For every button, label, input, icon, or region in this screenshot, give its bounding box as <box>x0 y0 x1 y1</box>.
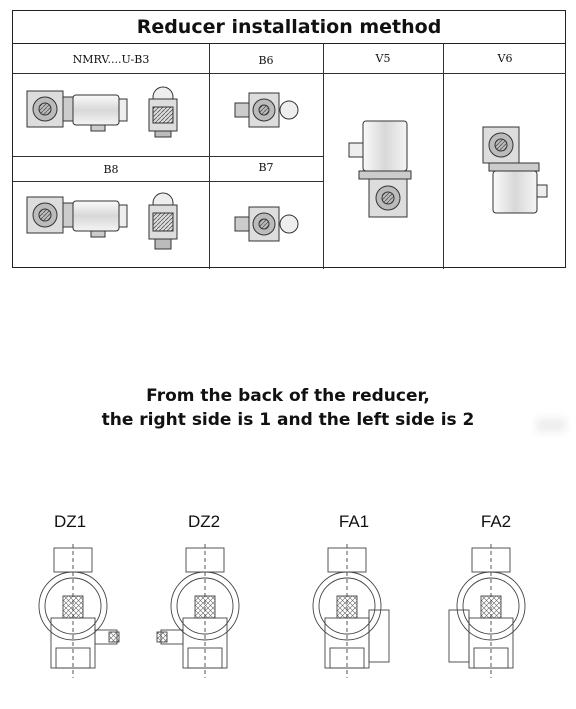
blur-artifact <box>536 418 566 432</box>
caption-line-1: From the back of the reducer, <box>146 386 430 406</box>
v6-view <box>482 126 548 214</box>
divider <box>13 181 323 182</box>
divider <box>323 44 324 269</box>
config-label-dz2: DZ2 <box>187 512 221 531</box>
b8-front-view <box>26 196 128 238</box>
b7-view <box>234 206 299 242</box>
fa2-drawing <box>448 544 526 678</box>
v5-view <box>348 120 412 218</box>
divider <box>209 44 210 269</box>
dz2-drawing <box>156 544 240 678</box>
divider <box>441 73 566 74</box>
header-b3: NMRV....U-B3 <box>72 53 150 66</box>
caption-line-2: the right side is 1 and the left side is… <box>101 410 475 430</box>
config-label-fa2: FA2 <box>480 512 512 531</box>
header-b8: B8 <box>103 163 119 176</box>
b8-side-view <box>148 192 178 250</box>
installation-table: Reducer installation method NMRV....U-B3… <box>12 10 566 269</box>
reducer-diagrams <box>26 86 548 250</box>
b3-front-view <box>26 90 128 132</box>
divider <box>13 156 323 157</box>
fa1-drawing <box>312 544 390 678</box>
header-v5: V5 <box>375 52 391 65</box>
b3-side-view <box>148 86 178 138</box>
divider <box>13 73 441 74</box>
header-b6: B6 <box>258 54 274 67</box>
header-v6: V6 <box>497 52 513 65</box>
b6-view <box>234 92 299 128</box>
table-title: Reducer installation method <box>13 11 565 44</box>
config-label-fa1: FA1 <box>338 512 370 531</box>
config-label-dz1: DZ1 <box>53 512 87 531</box>
header-b7: B7 <box>258 161 274 174</box>
divider <box>443 44 444 269</box>
dz1-drawing <box>38 544 120 678</box>
